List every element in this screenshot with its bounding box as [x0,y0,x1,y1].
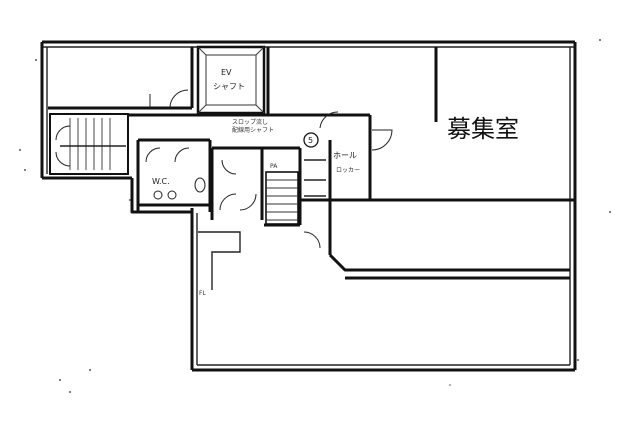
pa-label: PA [270,163,278,170]
mid-small-room [219,159,257,211]
ev-shaft-label: シャフト [213,82,245,91]
note-1: スロップ流し [232,118,268,126]
ev-label: EV [221,68,232,77]
ev-shaft: EV シャフト [196,45,266,115]
left-stairs [49,113,129,175]
outer-walls [40,40,577,372]
lower-corridor: FL [198,231,321,297]
top-middle-room [266,47,438,122]
central-stairs: PA [265,163,299,225]
top-left-room [48,47,194,110]
service-core [128,113,575,280]
hall-label: ホール [333,151,357,160]
note-2: 配線用シャフト [232,126,274,134]
hall-area: ホール ロッカー 5 スロップ流し 配線用シャフト [232,111,393,197]
room-number: 5 [308,136,313,145]
wc-room: W.C. [145,147,206,200]
side-mark: FL [199,290,206,297]
vacancy-label: 募集室 [447,115,519,143]
scan-noise [19,39,611,393]
wc-label: W.C. [152,177,170,186]
hall-sub-label: ロッカー [336,167,360,174]
